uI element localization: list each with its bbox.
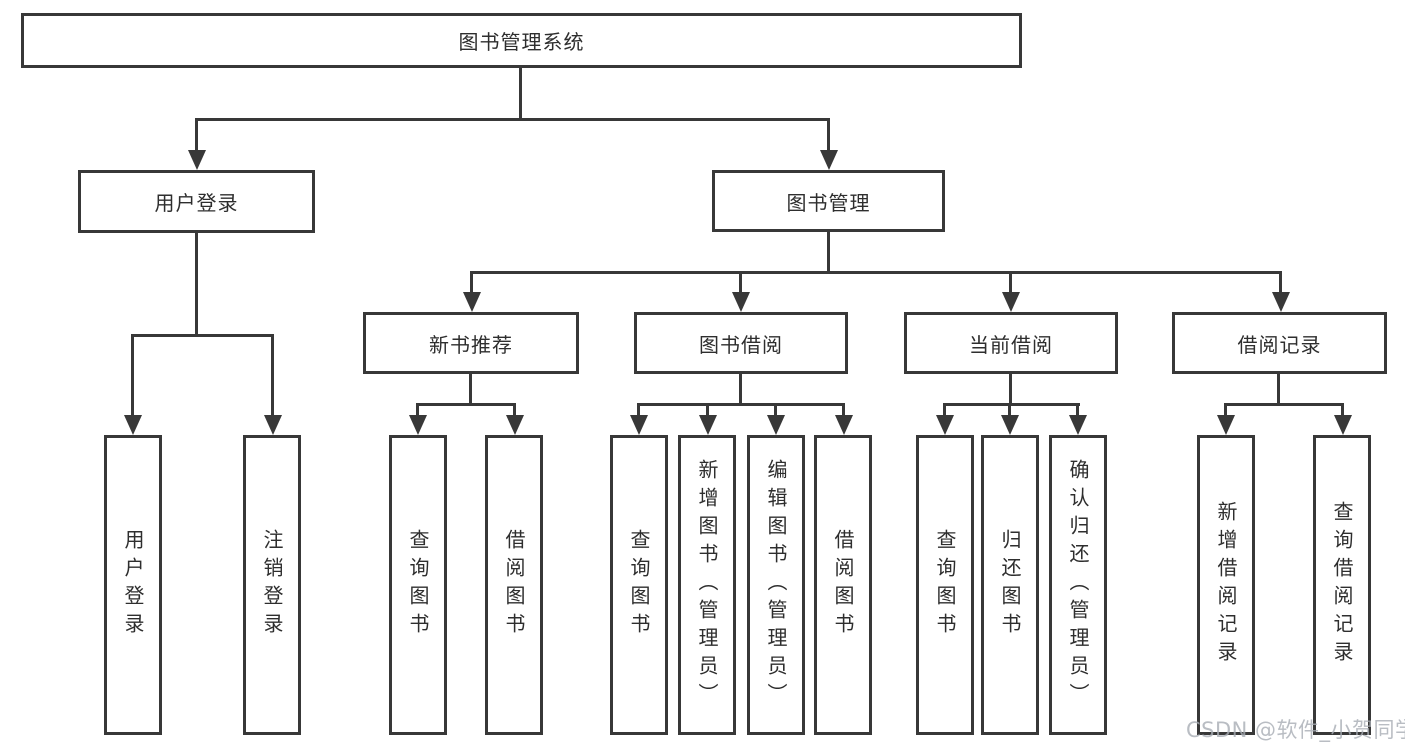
node-label: 图书管理系统 — [458, 30, 585, 54]
arrow-down-icon — [820, 150, 838, 170]
node-book-borrowing: 图书借阅 — [634, 312, 848, 374]
node-user-login: 用户登录 — [78, 170, 315, 233]
connector-login-stem-1 — [131, 334, 134, 416]
arrow-down-icon — [409, 415, 427, 435]
arrow-down-icon — [936, 415, 954, 435]
arrow-down-icon — [1272, 292, 1290, 312]
connector-mgmt-stem-2 — [739, 271, 742, 293]
node-label: 图书管理 — [786, 190, 871, 215]
connector-mgmt-hbar — [470, 271, 1282, 274]
connector-bb-stem — [739, 374, 742, 406]
connector-rec-hbar — [416, 403, 516, 406]
csdn-watermark: CSDN @软件_小贺同学 — [1186, 718, 1405, 742]
connector-mgmt-stem-3 — [1009, 271, 1012, 293]
node-new-book-recommend: 新书推荐 — [363, 312, 579, 374]
leaf-br-query-record: 查询借阅记录 — [1313, 435, 1371, 735]
connector-rec-stem — [469, 374, 472, 406]
arrow-down-icon — [1217, 415, 1235, 435]
connector-login-hbar — [131, 334, 274, 337]
node-label: 借阅图书 — [502, 529, 526, 641]
leaf-bb-borrow-book: 借阅图书 — [814, 435, 872, 735]
leaf-user-login: 用户登录 — [104, 435, 162, 735]
connector-root-hbar — [195, 118, 830, 121]
node-label: 新增借阅记录 — [1214, 501, 1238, 669]
node-label: 借阅图书 — [831, 529, 855, 641]
arrow-down-icon — [1334, 415, 1352, 435]
connector-bb-stem-3 — [774, 403, 777, 416]
connector-login-stem-2 — [271, 334, 274, 416]
node-label: 确认归还（管理员） — [1066, 459, 1090, 711]
connector-bb-stem-4 — [842, 403, 845, 416]
node-borrowing-records: 借阅记录 — [1172, 312, 1387, 374]
node-label: 用户登录 — [121, 529, 145, 641]
node-label: 查询图书 — [406, 529, 430, 641]
connector-br-hbar — [1224, 403, 1344, 406]
leaf-bb-edit-book-admin: 编辑图书（管理员） — [747, 435, 805, 735]
arrow-down-icon — [699, 415, 717, 435]
arrow-down-icon — [630, 415, 648, 435]
leaf-br-add-record: 新增借阅记录 — [1197, 435, 1255, 735]
leaf-cb-confirm-return-admin: 确认归还（管理员） — [1049, 435, 1107, 735]
arrow-down-icon — [732, 292, 750, 312]
leaf-rec-borrow-book: 借阅图书 — [485, 435, 543, 735]
connector-root-right-stem — [827, 118, 830, 151]
arrow-down-icon — [767, 415, 785, 435]
arrow-down-icon — [1069, 415, 1087, 435]
connector-br-stem — [1277, 374, 1280, 406]
node-label: 新书推荐 — [429, 332, 513, 357]
node-library-management-system: 图书管理系统 — [21, 13, 1022, 68]
leaf-rec-query-book: 查询图书 — [389, 435, 447, 735]
arrow-down-icon — [188, 150, 206, 170]
node-label: 注销登录 — [260, 529, 284, 641]
arrow-down-icon — [1001, 415, 1019, 435]
leaf-logout: 注销登录 — [243, 435, 301, 735]
arrow-down-icon — [463, 292, 481, 312]
node-label: 新增图书（管理员） — [695, 459, 719, 711]
connector-bb-stem-2 — [706, 403, 709, 416]
node-label: 编辑图书（管理员） — [764, 459, 788, 711]
node-book-management: 图书管理 — [712, 170, 945, 232]
connector-rec-stem-2 — [513, 403, 516, 416]
connector-mgmt-stem — [827, 232, 830, 274]
arrow-down-icon — [124, 415, 142, 435]
arrow-down-icon — [264, 415, 282, 435]
connector-br-stem-2 — [1341, 403, 1344, 416]
arrow-down-icon — [835, 415, 853, 435]
node-current-borrowing: 当前借阅 — [904, 312, 1118, 374]
connector-cb-stem — [1009, 374, 1012, 406]
arrow-down-icon — [1002, 292, 1020, 312]
connector-root-left-stem — [195, 118, 198, 151]
leaf-cb-return-book: 归还图书 — [981, 435, 1039, 735]
connector-br-stem-1 — [1224, 403, 1227, 416]
connector-cb-stem-1 — [943, 403, 946, 416]
connector-bb-hbar — [637, 403, 845, 406]
node-label: 当前借阅 — [969, 332, 1053, 357]
arrow-down-icon — [506, 415, 524, 435]
node-label: 图书借阅 — [699, 332, 783, 357]
leaf-cb-query-book: 查询图书 — [916, 435, 974, 735]
connector-cb-stem-2 — [1008, 403, 1011, 416]
node-label: 归还图书 — [998, 529, 1022, 641]
node-label: 查询图书 — [933, 529, 957, 641]
connector-bb-stem-1 — [637, 403, 640, 416]
node-label: 查询借阅记录 — [1330, 501, 1354, 669]
connector-rec-stem-1 — [416, 403, 419, 416]
connector-cb-stem-3 — [1076, 403, 1079, 416]
node-label: 借阅记录 — [1237, 332, 1322, 357]
connector-mgmt-stem-4 — [1279, 271, 1282, 293]
leaf-bb-add-book-admin: 新增图书（管理员） — [678, 435, 736, 735]
connector-login-stem — [195, 233, 198, 336]
connector-root-stem — [519, 68, 522, 120]
connector-mgmt-stem-1 — [470, 271, 473, 293]
connector-cb-hbar — [943, 403, 1080, 406]
node-label: 查询图书 — [627, 529, 651, 641]
node-label: 用户登录 — [154, 191, 239, 215]
leaf-bb-query-book: 查询图书 — [610, 435, 668, 735]
